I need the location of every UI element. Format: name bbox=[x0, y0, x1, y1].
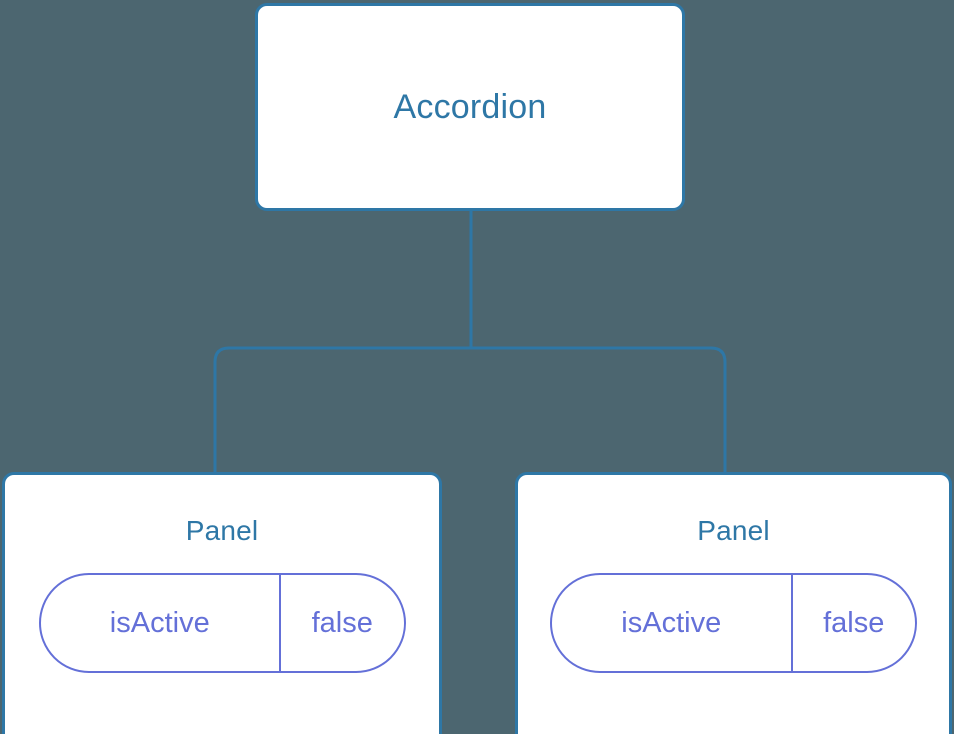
state-pill-panel-2-value: false bbox=[823, 606, 885, 639]
state-pill-panel-1-key: isActive bbox=[41, 575, 282, 671]
node-panel-1[interactable]: Panel isActive false bbox=[2, 472, 442, 734]
connector-branch-left bbox=[213, 346, 471, 474]
connector-branch-right bbox=[471, 346, 727, 474]
state-pill-panel-1-value: false bbox=[311, 606, 373, 639]
node-accordion[interactable]: Accordion bbox=[255, 3, 685, 211]
node-accordion-title: Accordion bbox=[393, 88, 547, 126]
node-panel-2[interactable]: Panel isActive false bbox=[515, 472, 952, 734]
node-panel-1-title: Panel bbox=[185, 515, 259, 546]
state-pill-panel-2-key: isActive bbox=[552, 575, 793, 671]
node-panel-2-title: Panel bbox=[697, 515, 770, 546]
state-pill-panel-2[interactable]: isActive false bbox=[550, 573, 917, 673]
state-pill-panel-1[interactable]: isActive false bbox=[38, 573, 406, 673]
